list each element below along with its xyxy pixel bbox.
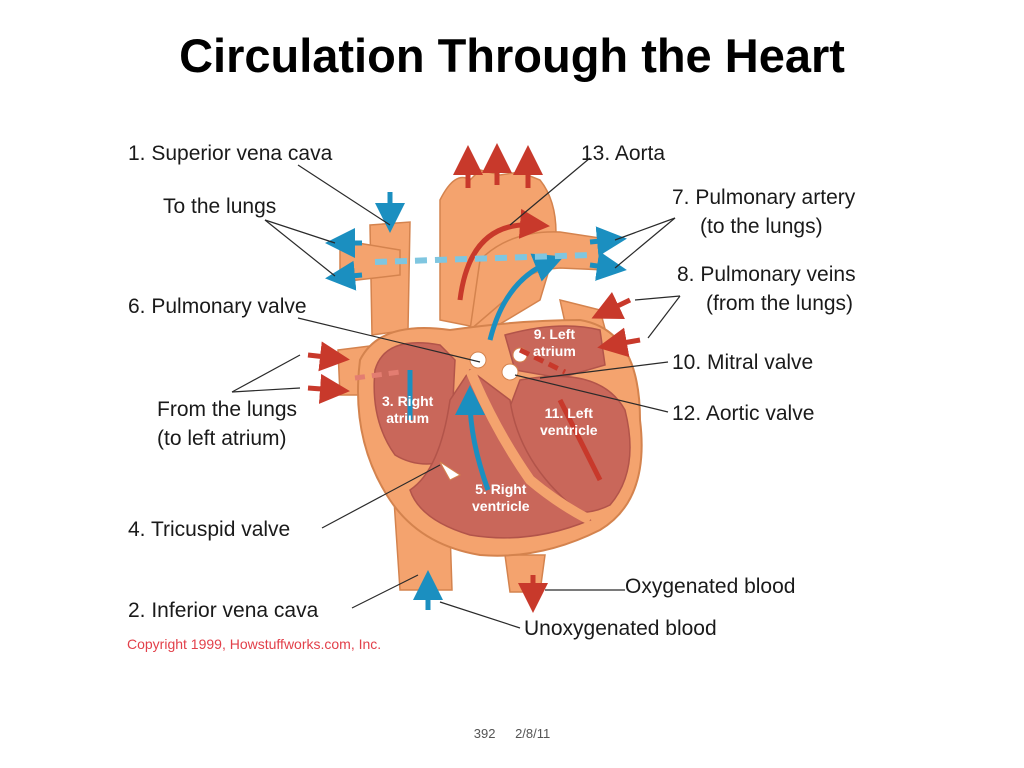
chamber-right-ventricle-line2: ventricle bbox=[472, 497, 530, 514]
oxygenated-arrows bbox=[307, 143, 641, 613]
copyright-notice: Copyright 1999, Howstuffworks.com, Inc. bbox=[127, 636, 382, 652]
tricuspid-valve-shape bbox=[439, 461, 462, 481]
label-pulmonary-artery-2: (to the lungs) bbox=[700, 215, 823, 238]
chamber-left-atrium: 9. Left atrium bbox=[533, 326, 576, 360]
label-aorta: 13. Aorta bbox=[581, 142, 666, 165]
label-pulmonary-veins-1: 8. Pulmonary veins bbox=[677, 263, 856, 286]
chamber-left-ventricle: 11. Left ventricle bbox=[540, 405, 598, 439]
label-tricuspid-valve: 4. Tricuspid valve bbox=[128, 518, 291, 541]
label-pulmonary-veins-2: (from the lungs) bbox=[706, 292, 854, 315]
label-mitral-valve: 10. Mitral valve bbox=[672, 351, 814, 374]
unoxygenated-arrows bbox=[325, 192, 627, 610]
label-from-the-lungs-2: (to left atrium) bbox=[157, 427, 287, 450]
label-unoxygenated-blood: Unoxygenated blood bbox=[524, 617, 717, 640]
label-from-the-lungs-1: From the lungs bbox=[157, 398, 298, 421]
label-inferior-vena-cava: 2. Inferior vena cava bbox=[128, 599, 319, 622]
chamber-left-atrium-line2: atrium bbox=[533, 342, 576, 359]
chamber-right-atrium: 3. Right atrium bbox=[382, 393, 433, 427]
aortic-valve-shape bbox=[501, 363, 519, 381]
slide-footer: 392 2/8/11 bbox=[0, 726, 1024, 741]
left-atrium-chamber bbox=[504, 325, 606, 379]
descending-aorta bbox=[504, 554, 546, 593]
label-pulmonary-valve: 6. Pulmonary valve bbox=[128, 295, 307, 318]
label-aortic-valve: 12. Aortic valve bbox=[672, 402, 815, 425]
chamber-left-ventricle-line1: 11. Left bbox=[544, 405, 593, 421]
label-oxygenated-blood: Oxygenated blood bbox=[625, 575, 796, 598]
chamber-right-ventricle: 5. Right ventricle bbox=[472, 481, 530, 515]
chamber-right-ventricle-line1: 5. Right bbox=[475, 481, 527, 497]
chamber-left-ventricle-line2: ventricle bbox=[540, 421, 598, 438]
chamber-left-atrium-line1: 9. Left bbox=[533, 326, 576, 342]
label-pulmonary-artery-1: 7. Pulmonary artery bbox=[672, 186, 856, 209]
leader-lines bbox=[231, 157, 681, 629]
chamber-right-atrium-line1: 3. Right bbox=[382, 393, 434, 409]
label-to-the-lungs: To the lungs bbox=[163, 195, 277, 218]
slide-title: Circulation Through the Heart bbox=[179, 29, 845, 82]
chamber-right-atrium-line2: atrium bbox=[386, 409, 430, 426]
page-number: 392 bbox=[473, 726, 496, 741]
label-superior-vena-cava: 1. Superior vena cava bbox=[128, 142, 333, 165]
valves bbox=[439, 347, 528, 481]
footer-date: 2/8/11 bbox=[515, 726, 551, 741]
